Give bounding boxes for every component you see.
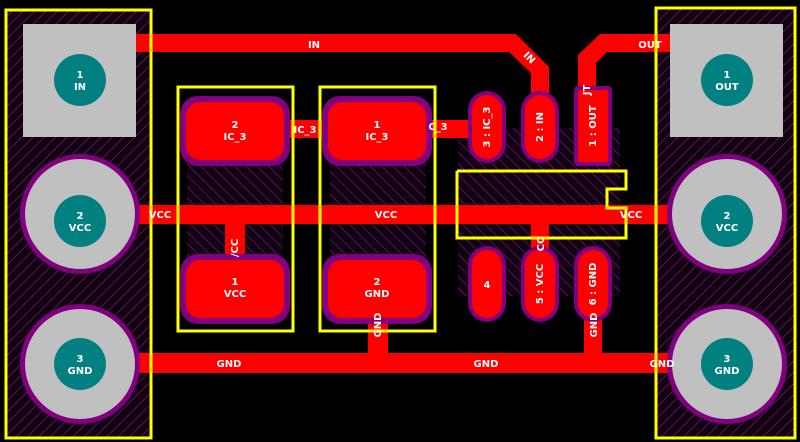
trace-labels: IN IN OUT JT VCC VCC VCC /CC CC GND GND … — [149, 40, 675, 370]
ic-pin-1[interactable] — [578, 90, 608, 162]
cap-b-pad-top[interactable] — [328, 102, 426, 160]
label-vcc-mid: VCC — [375, 210, 397, 221]
cap-b — [322, 96, 432, 324]
right-pad-3-net: GND — [715, 366, 740, 377]
cap-labels: 2 IC_3 1 VCC 1 IC_3 2 GND — [223, 120, 389, 300]
left-pad-2-num: 2 — [77, 211, 84, 222]
right-pad-2-num: 2 — [724, 211, 731, 222]
trace-vcc — [136, 205, 668, 224]
trace-gnd — [136, 353, 668, 373]
label-gnd-right: GND — [650, 359, 675, 370]
left-pad-1-drill — [54, 54, 106, 106]
left-pad-3-num: 3 — [77, 354, 84, 365]
ic — [468, 86, 612, 322]
right-connector-silk — [654, 6, 797, 440]
left-pad-2-net: VCC — [69, 223, 91, 234]
label-vcc-right: VCC — [620, 210, 642, 221]
label-vcc-left: VCC — [149, 210, 171, 221]
cap-b-pad-bottom[interactable] — [328, 260, 426, 318]
connector-labels: 1 IN 2 VCC 3 GND 1 OUT 2 VCC 3 GND — [68, 70, 740, 377]
cap-b-silk — [318, 85, 437, 333]
ic-pin-4[interactable] — [472, 250, 502, 318]
right-pad-1-num: 1 — [724, 70, 731, 81]
cap-a-pad-top[interactable] — [186, 102, 284, 160]
ic-pin-3[interactable] — [472, 95, 502, 159]
label-in-top: IN — [308, 40, 320, 51]
cap-a-silk — [176, 85, 295, 333]
cap-b-top-num: 1 — [374, 120, 381, 131]
label-ic3-a: IC_3 — [293, 125, 316, 136]
right-pad-3-num: 3 — [724, 354, 731, 365]
trace-out — [578, 34, 670, 90]
ic-pin-4-label: 4 — [484, 280, 491, 291]
ic-pin-6[interactable] — [578, 250, 608, 318]
left-pad-3-net: GND — [68, 366, 93, 377]
ic-pin-5[interactable] — [525, 250, 555, 318]
left-pad-3-drill — [54, 338, 106, 390]
label-out-top: OUT — [638, 40, 662, 51]
left-pad-1-net: IN — [74, 82, 86, 93]
label-ic3-b: C_3 — [428, 122, 447, 133]
cap-a-bottom-num: 1 — [232, 277, 239, 288]
cap-b-top-net: IC_3 — [365, 132, 388, 143]
trace-in — [136, 34, 549, 100]
right-pad-2-net: VCC — [716, 223, 738, 234]
ic-pin-labels: 3 : IC_3 2 : IN 1 : OUT 4 5 : VCC 6 : GN… — [482, 105, 599, 305]
label-gnd-left: GND — [217, 359, 242, 370]
silkscreen — [4, 6, 797, 440]
left-connector-silk — [4, 8, 153, 440]
right-pad-1-drill — [701, 54, 753, 106]
traces — [136, 34, 670, 373]
ic-pin-1-label: 1 : OUT — [588, 105, 599, 147]
left-connector — [20, 24, 140, 424]
ic-pin-3-label: 3 : IC_3 — [482, 106, 493, 147]
cap-a-top-num: 2 — [232, 120, 239, 131]
cap-a-bottom-net: VCC — [224, 289, 246, 300]
label-gnd-vert-a: GND — [373, 313, 384, 338]
ic-pin-5-label: 5 : VCC — [535, 264, 546, 304]
cap-b-bottom-net: GND — [365, 289, 390, 300]
right-connector — [667, 24, 787, 424]
cap-a-top-net: IC_3 — [223, 132, 246, 143]
left-pad-1-num: 1 — [77, 70, 84, 81]
label-vcc-vert: /CC — [230, 239, 241, 257]
cap-a-pad-bottom[interactable] — [186, 260, 284, 318]
ic-pin-6-label: 6 : GND — [588, 263, 599, 306]
ic-pin-2[interactable] — [525, 95, 555, 159]
cap-a — [180, 96, 290, 324]
ic-silk — [455, 169, 628, 240]
left-pad-2-drill — [54, 195, 106, 247]
label-gnd-mid: GND — [474, 359, 499, 370]
label-out-vert: JT — [582, 85, 593, 97]
label-vcc-ic: CC — [536, 237, 547, 252]
right-pad-1-net: OUT — [715, 82, 739, 93]
ic-pin-2-label: 2 : IN — [535, 112, 546, 142]
right-pad-2-drill — [701, 195, 753, 247]
right-pad-3-drill — [701, 338, 753, 390]
label-gnd-vert-b: GND — [589, 313, 600, 338]
cap-b-bottom-num: 2 — [374, 277, 381, 288]
